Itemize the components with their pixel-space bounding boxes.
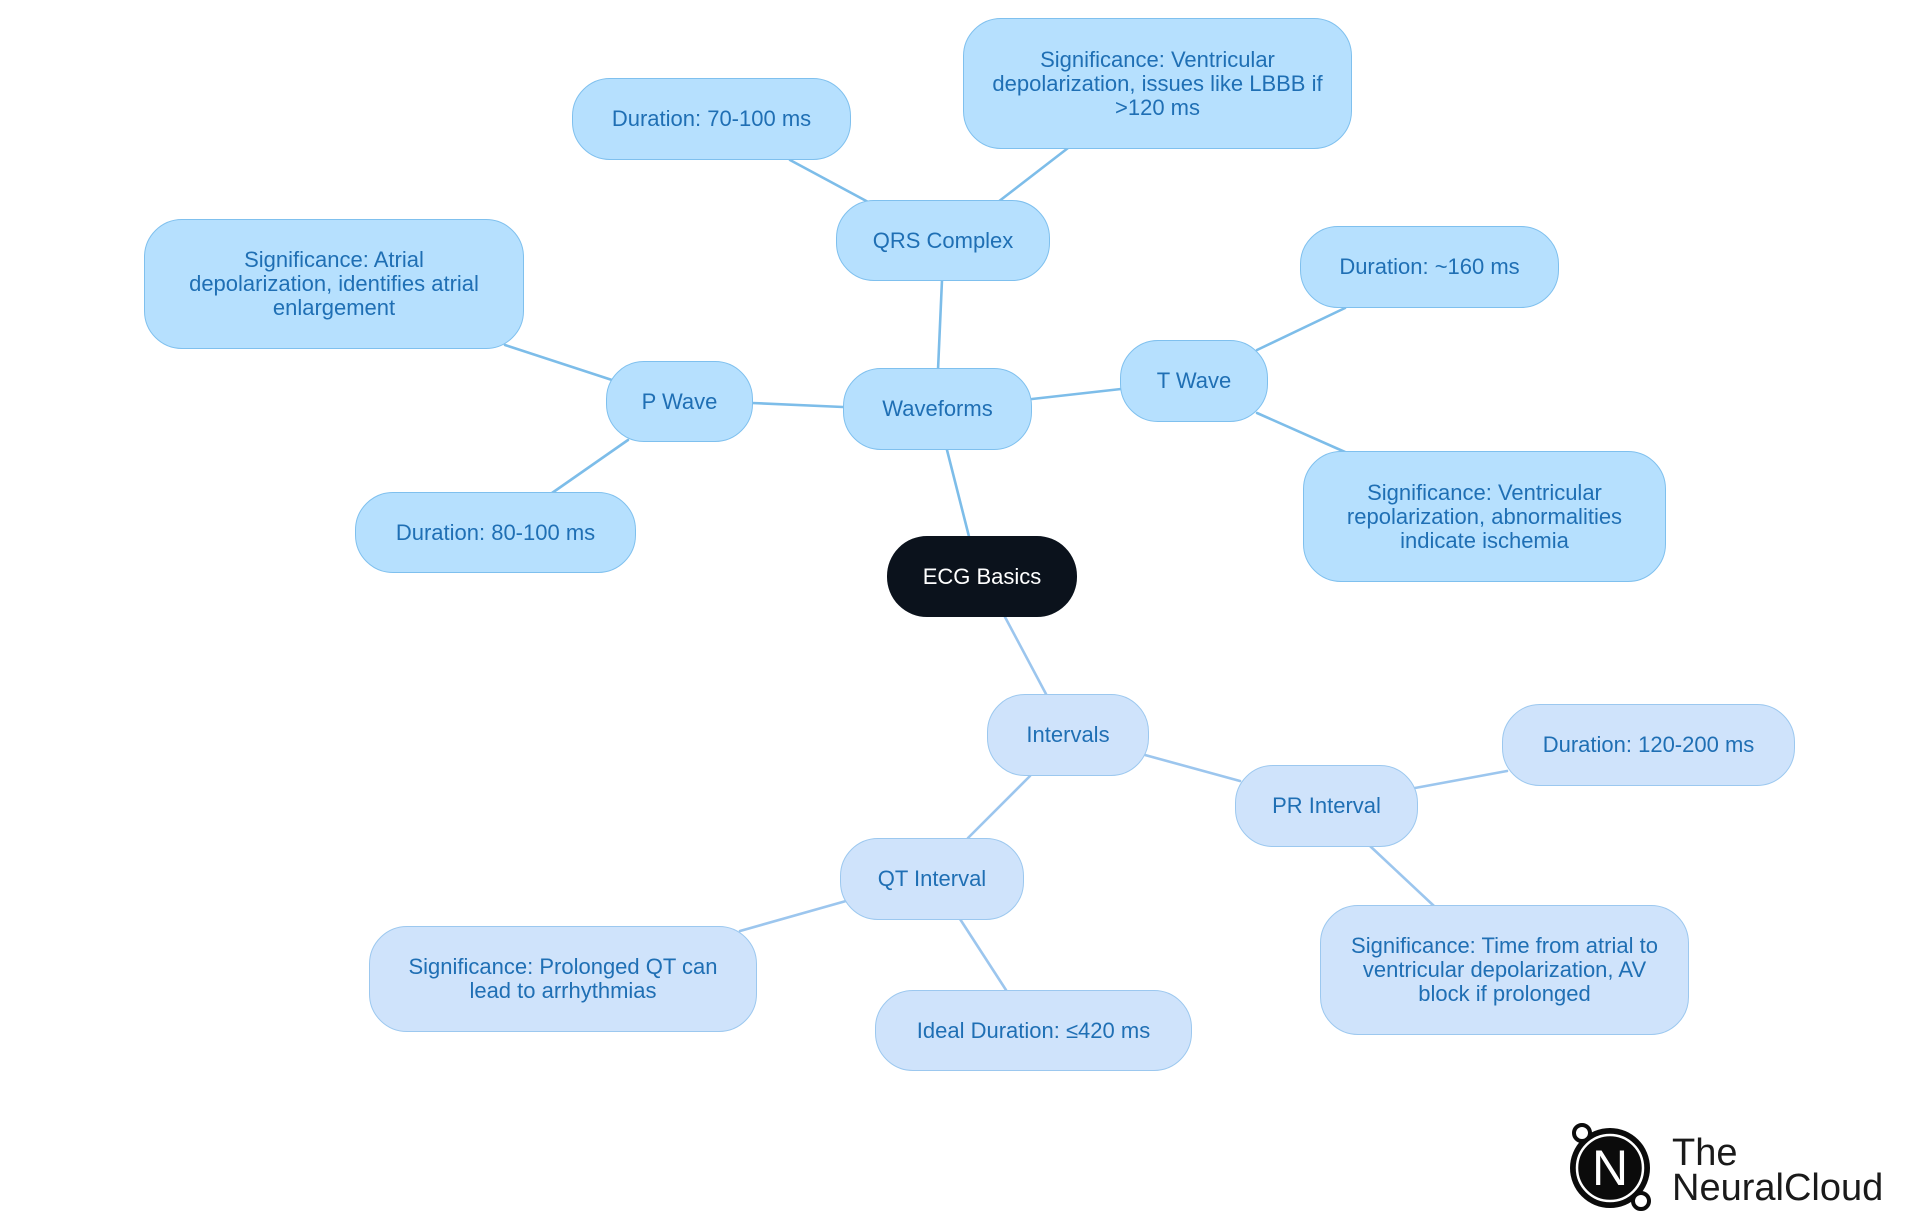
edge-intervals-pr: [1143, 753, 1242, 783]
node-qrs-duration[interactable]: Duration: 70-100 ms: [572, 78, 851, 160]
edge-qrs-duration: [788, 158, 872, 205]
node-qt-significance-label: Significance: Prolonged QT can lead to a…: [408, 954, 718, 1003]
node-p-significance-label: Significance: Atrial depolarization, ide…: [189, 247, 479, 320]
node-pr-duration-label: Duration: 120-200 ms: [1542, 732, 1755, 757]
node-qt-duration[interactable]: Ideal Duration: ≤420 ms: [875, 990, 1192, 1071]
node-p-duration-label: Duration: 80-100 ms: [395, 519, 596, 545]
edge-qt-significance: [738, 899, 848, 933]
node-t-duration[interactable]: Duration: ~160 ms: [1300, 226, 1559, 308]
brand-line-2: NeuralCloud: [1672, 1167, 1884, 1209]
edge-waveforms-pwave: [750, 401, 845, 409]
logo-letter: N: [1592, 1140, 1628, 1196]
edge-qrs-significance: [996, 146, 1070, 204]
node-p-wave-label: P Wave: [641, 388, 718, 414]
edge-waveforms-qrs: [936, 278, 944, 372]
edge-pwave-duration: [550, 438, 630, 495]
node-intervals-label: Intervals: [1026, 722, 1110, 747]
node-qrs-significance[interactable]: Significance: Ventricular depolarization…: [963, 18, 1352, 149]
node-pr-significance-label: Significance: Time from atrial to ventri…: [1351, 933, 1658, 1006]
node-pr-interval[interactable]: PR Interval: [1235, 765, 1418, 847]
edge-twave-duration: [1255, 306, 1347, 352]
node-qt-duration-label: Ideal Duration: ≤420 ms: [916, 1017, 1151, 1043]
node-intervals[interactable]: Intervals: [987, 694, 1149, 776]
node-qt-interval[interactable]: QT Interval: [840, 838, 1024, 920]
node-qrs-duration-label: Duration: 70-100 ms: [611, 106, 812, 131]
node-pr-significance[interactable]: Significance: Time from atrial to ventri…: [1320, 905, 1689, 1035]
node-pr-duration[interactable]: Duration: 120-200 ms: [1502, 704, 1795, 786]
root-node[interactable]: ECG Basics: [887, 536, 1077, 617]
node-t-significance-label: Significance: Ventricular repolarization…: [1346, 479, 1623, 553]
brand-line-1: The: [1672, 1132, 1738, 1174]
node-qrs-significance-label: Significance: Ventricular depolarization…: [992, 46, 1323, 120]
node-waveforms-label: Waveforms: [882, 396, 993, 421]
node-p-significance[interactable]: Significance: Atrial depolarization, ide…: [144, 219, 524, 349]
node-pr-interval-label: PR Interval: [1272, 793, 1381, 818]
root-node-label: ECG Basics: [922, 563, 1042, 589]
node-t-duration-label: Duration: ~160 ms: [1339, 254, 1520, 279]
edge-pr-duration: [1413, 769, 1509, 790]
edge-pwave-significance: [503, 343, 614, 382]
node-t-wave-label: T Wave: [1156, 368, 1232, 393]
edge-pr-significance: [1368, 844, 1436, 908]
node-qt-interval-label: QT Interval: [877, 866, 987, 891]
node-p-duration[interactable]: Duration: 80-100 ms: [355, 492, 636, 573]
node-qt-significance[interactable]: Significance: Prolonged QT can lead to a…: [369, 926, 757, 1032]
edge-root-intervals: [1003, 615, 1048, 696]
node-waveforms[interactable]: Waveforms: [843, 368, 1032, 450]
edge-qt-duration: [958, 917, 1008, 992]
node-p-wave[interactable]: P Wave: [606, 361, 753, 442]
node-qrs-complex-label: QRS Complex: [872, 227, 1014, 253]
neuralcloud-logo-icon: N: [1570, 1123, 1651, 1211]
node-t-significance[interactable]: Significance: Ventricular repolarization…: [1303, 451, 1666, 582]
edge-intervals-qt: [966, 774, 1032, 840]
edge-waveforms-twave: [1030, 387, 1123, 401]
node-qrs-complex[interactable]: QRS Complex: [836, 200, 1050, 281]
edge-twave-significance: [1255, 411, 1347, 454]
node-t-wave[interactable]: T Wave: [1120, 340, 1268, 422]
